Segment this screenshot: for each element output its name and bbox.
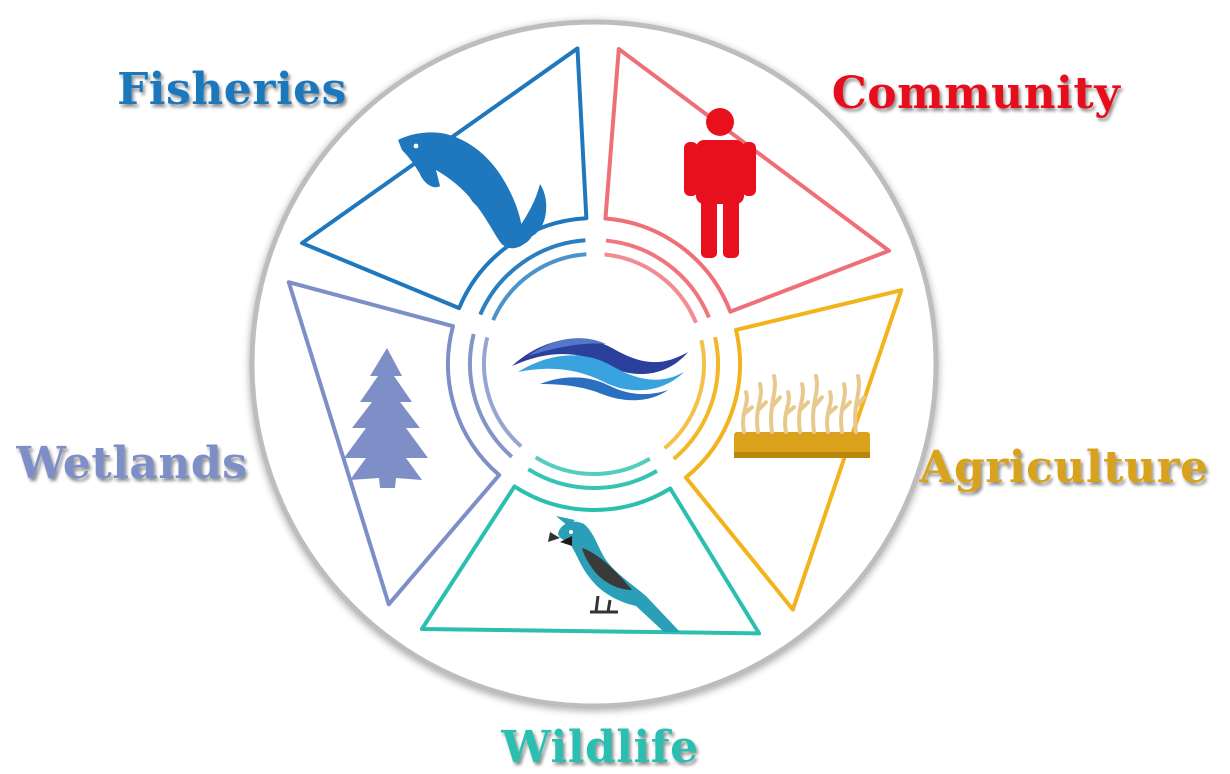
inner-arc-wildlife [527,467,658,490]
crop-leaf [756,400,768,413]
person-icon [684,108,756,258]
label-agriculture: Agriculture [918,442,1208,493]
bird-icon [548,516,680,632]
crop-stalk [853,374,861,434]
crop-stalk [741,390,749,434]
crop-stalk [839,382,847,434]
crop-stalk [797,382,805,434]
inner-arc-agriculture [672,336,720,461]
label-community: Community [832,68,1122,119]
crop-stalk [769,374,777,434]
inner-arc-wildlife [534,455,651,476]
inner-ring-arcs [468,238,720,490]
label-wetlands: Wetlands [16,438,248,489]
crop-leaf [826,405,838,416]
inner-arc-community [604,252,698,324]
crop-leaf [798,400,810,413]
fish-icon [398,132,547,249]
water-waves-icon [512,338,688,401]
inner-arc-fisheries [478,238,586,316]
inner-arc-agriculture [663,339,706,450]
inner-arc-wetlands [468,333,514,459]
tree-icon [344,348,428,488]
crop-leaf [784,405,796,416]
inner-arc-fisheries [491,252,587,321]
crop-leaf [742,405,754,416]
crop-stalk [755,382,763,434]
label-wildlife: Wildlife [500,722,698,773]
label-fisheries: Fisheries [117,64,347,115]
crops-icon [734,374,870,458]
crop-stalk [783,390,791,434]
inner-arc-wetlands [482,336,523,448]
crop-leaf [770,395,782,409]
crop-stalk [811,374,819,434]
crop-stalk [825,390,833,434]
inner-arc-community [605,238,711,319]
crop-leaf [854,395,866,409]
crop-leaf [812,395,824,409]
crop-leaf [840,400,852,413]
